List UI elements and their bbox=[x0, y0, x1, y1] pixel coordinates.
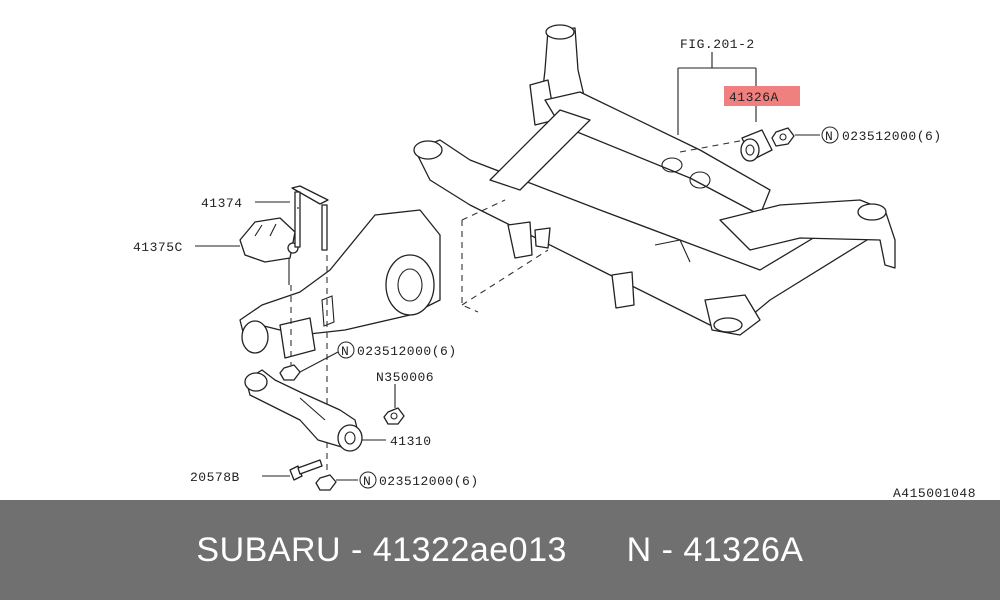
nut-top-label: 023512000(6) bbox=[842, 129, 942, 144]
rear-subframe bbox=[413, 24, 896, 336]
n-mark-mid: N bbox=[337, 341, 355, 359]
leader-lines bbox=[195, 201, 396, 481]
part-41326a-label: 41326A bbox=[729, 90, 779, 105]
fig-ref-label: FIG.201-2 bbox=[680, 37, 755, 52]
part-20578b-label: 20578B bbox=[190, 470, 240, 485]
fig-ref-bracket bbox=[677, 52, 820, 136]
part-n350006-label: N350006 bbox=[376, 370, 434, 385]
part-41375c-label: 41375C bbox=[133, 240, 183, 255]
nut-top bbox=[771, 127, 795, 147]
mount-41375c bbox=[239, 217, 299, 263]
footer-bar: SUBARU - 41322ae013 N - 41326A bbox=[0, 500, 1000, 600]
n-mark-bottom: N bbox=[359, 471, 377, 489]
n-mark-top: N bbox=[821, 126, 839, 144]
image-code-label: A415001048 bbox=[893, 486, 976, 500]
part-41374-label: 41374 bbox=[201, 196, 243, 211]
diff-guide-dashed bbox=[461, 199, 549, 313]
differential bbox=[239, 209, 441, 359]
highlight-box bbox=[724, 86, 800, 106]
nut-mid bbox=[279, 364, 301, 381]
bushing-41326a bbox=[740, 129, 773, 162]
parts-diagram: FIG.201-2 41326A N 023512000(6) 41374 41… bbox=[133, 24, 976, 500]
diagram-drawing: FIG.201-2 41326A N 023512000(6) 41374 41… bbox=[133, 24, 976, 500]
svg-text:N: N bbox=[825, 129, 833, 144]
nut-bottom bbox=[315, 474, 337, 491]
washer-n350006 bbox=[383, 407, 405, 425]
part-number-caption: SUBARU - 41322ae013 N - 41326A bbox=[196, 530, 804, 569]
nut-mid-label: 023512000(6) bbox=[357, 344, 457, 359]
bolt-20578b bbox=[289, 459, 323, 481]
svg-text:N: N bbox=[341, 344, 349, 359]
svg-text:N: N bbox=[363, 474, 371, 489]
part-41310-label: 41310 bbox=[390, 434, 432, 449]
nut-bottom-label: 023512000(6) bbox=[379, 474, 479, 489]
studs-41374 bbox=[288, 185, 329, 285]
bracket-41310 bbox=[244, 369, 363, 452]
